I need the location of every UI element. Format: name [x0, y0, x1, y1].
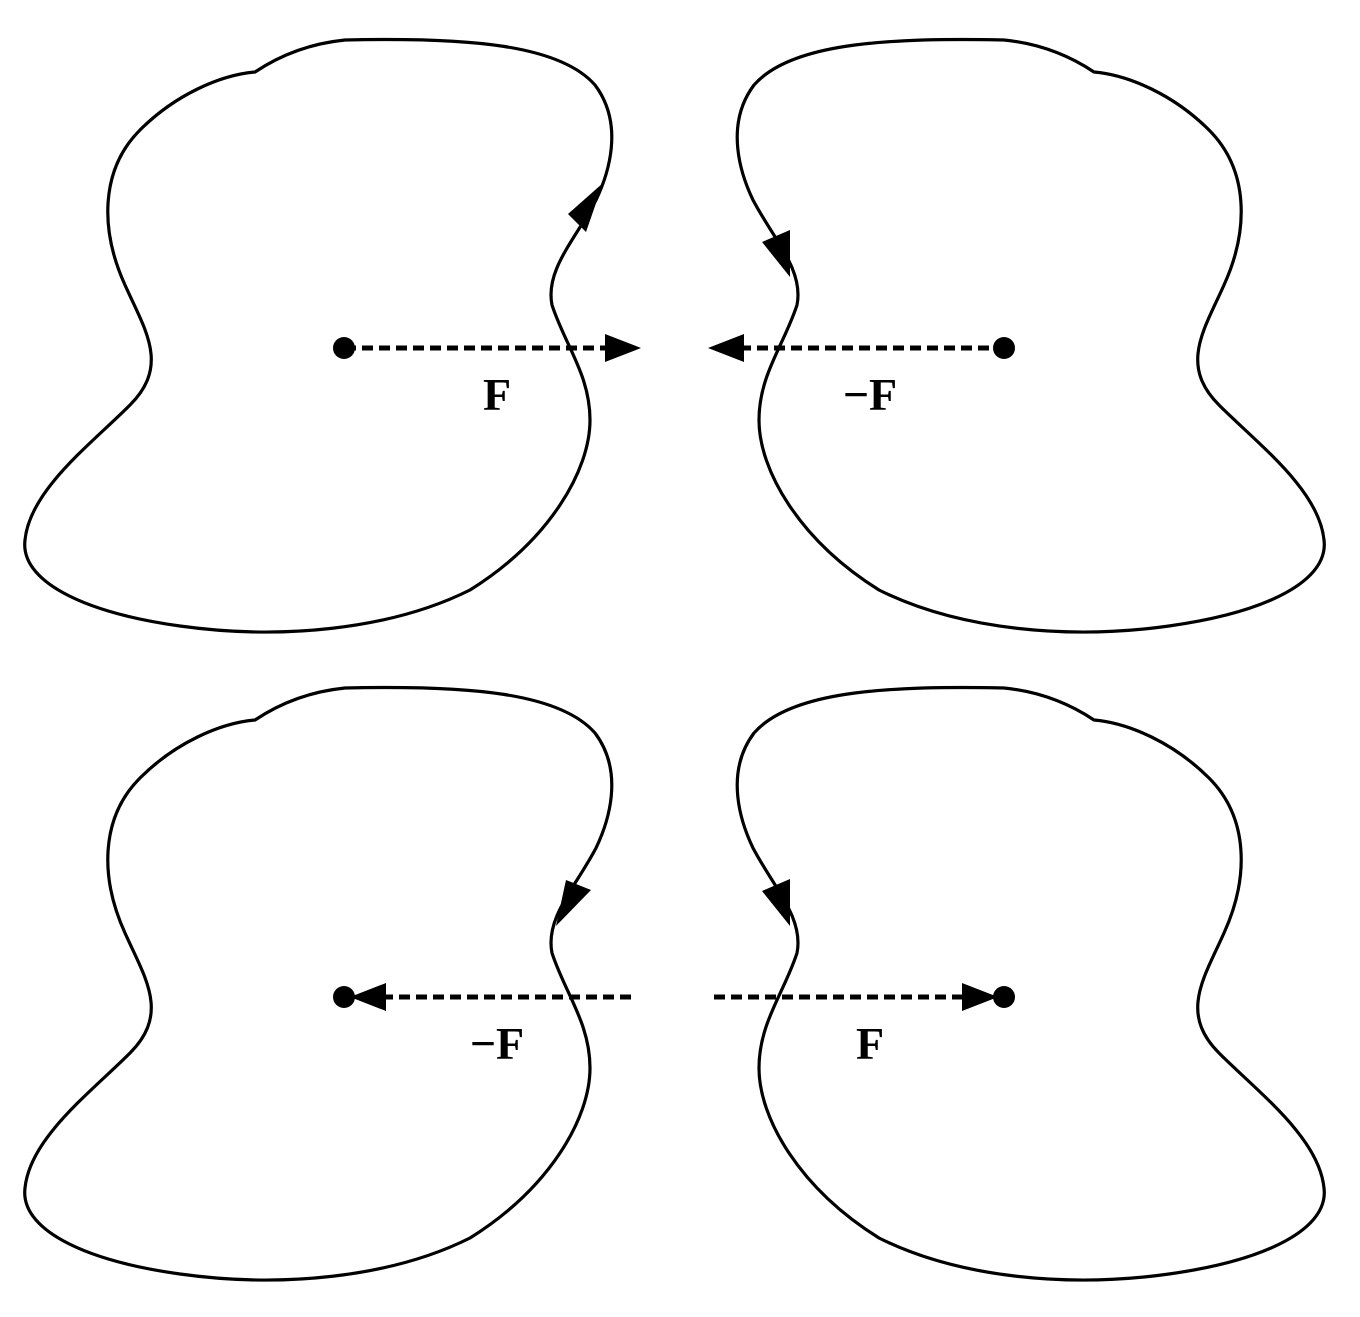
top-right-loop-arrow-down-icon — [762, 230, 790, 277]
top-left-loop-arrow-up-icon — [568, 183, 603, 232]
bottom-left-force: −F — [333, 983, 635, 1069]
bottom-right-force: F — [714, 983, 1015, 1069]
bottom-left-force-label: −F — [470, 1018, 524, 1069]
bottom-panel: −F F — [23, 685, 1326, 1282]
bottom-left-center-dot — [333, 986, 355, 1008]
top-left-loop-curve — [23, 37, 614, 634]
top-panel: F −F — [23, 37, 1326, 634]
bottom-left-loop-curve — [23, 685, 614, 1282]
bottom-right-center-dot — [993, 986, 1015, 1008]
bottom-right-force-arrow-right-icon — [962, 983, 998, 1011]
top-left-force-arrow-right-icon — [605, 334, 641, 362]
top-right-loop — [735, 37, 1326, 634]
top-right-force: −F — [708, 334, 1015, 420]
top-right-force-label: −F — [843, 369, 897, 420]
top-right-loop-curve — [735, 37, 1326, 634]
bottom-left-loop-arrow-down-icon — [556, 880, 591, 926]
bottom-right-loop-curve — [735, 685, 1326, 1282]
bottom-right-loop-arrow-down-icon — [762, 879, 790, 926]
bottom-left-loop — [23, 685, 614, 1282]
bottom-right-loop — [735, 685, 1326, 1282]
top-right-force-arrow-left-icon — [708, 334, 744, 362]
top-right-center-dot — [993, 337, 1015, 359]
top-left-center-dot — [333, 337, 355, 359]
top-left-force-label: F — [483, 369, 511, 420]
bottom-left-force-arrow-left-icon — [350, 983, 386, 1011]
top-left-force: F — [333, 334, 641, 420]
top-left-loop — [23, 37, 614, 634]
bottom-right-force-label: F — [856, 1018, 884, 1069]
